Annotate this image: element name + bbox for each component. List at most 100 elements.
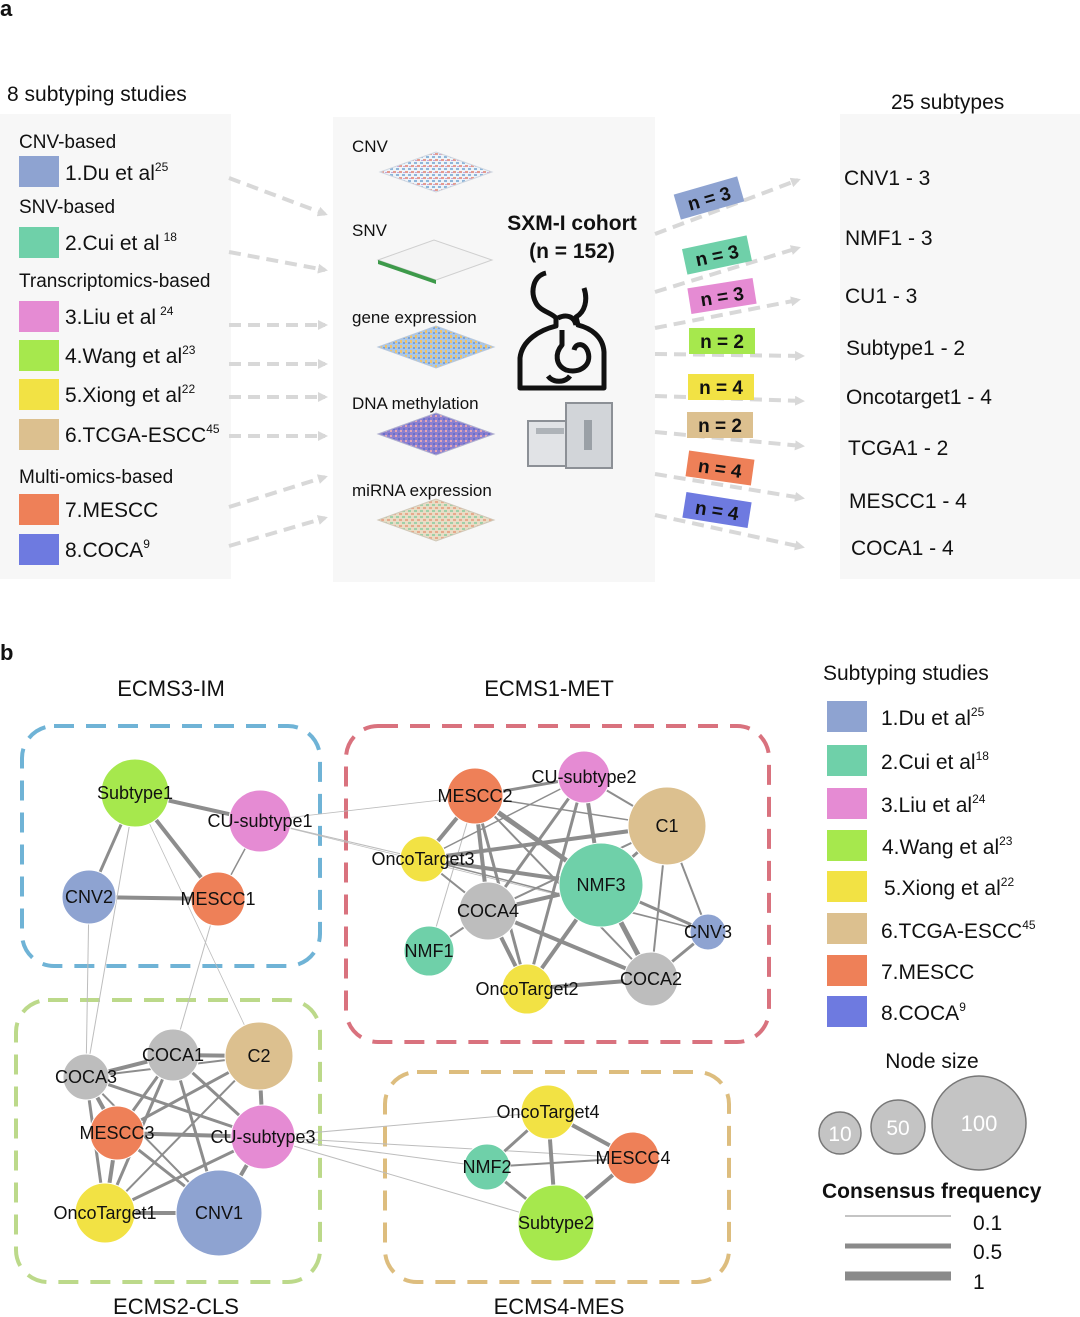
node-circle bbox=[520, 1084, 576, 1140]
freq-label: 0.5 bbox=[973, 1241, 1002, 1264]
node-label: OncoTarget2 bbox=[475, 979, 578, 999]
legend-swatch bbox=[827, 871, 867, 902]
legend-label: 6.TCGA-ESCC bbox=[881, 920, 1022, 943]
study-name: 7.MESCC bbox=[65, 499, 158, 522]
node-label: MESCC1 bbox=[180, 889, 255, 909]
legend-item: 1.Du et al25 bbox=[827, 701, 985, 732]
sequencer-icon bbox=[527, 402, 613, 469]
svg-text:4.Wang et al23: 4.Wang et al23 bbox=[882, 834, 1013, 859]
cohort-title: SXM-I cohort bbox=[507, 212, 637, 235]
network-edge bbox=[262, 1136, 557, 1224]
group-label-snv: SNV-based bbox=[19, 197, 115, 218]
subtype-label: NMF1 - 3 bbox=[845, 227, 933, 250]
count-badge: n = 2 bbox=[687, 412, 753, 438]
node-circle bbox=[458, 881, 518, 941]
legend-label: 4.Wang et al bbox=[882, 836, 999, 859]
legend-ref: 25 bbox=[971, 705, 985, 719]
subtype-label: COCA1 - 4 bbox=[851, 537, 954, 560]
study-swatch bbox=[19, 494, 59, 525]
body-icon bbox=[517, 270, 607, 391]
node-label: CNV3 bbox=[684, 922, 732, 942]
legend-ref: 22 bbox=[1001, 875, 1015, 889]
node-circle bbox=[517, 1184, 595, 1262]
svg-text:6.TCGA-ESCC45: 6.TCGA-ESCC45 bbox=[881, 918, 1036, 943]
network-node: CNV2 bbox=[61, 869, 117, 925]
legend-title: Subtyping studies bbox=[823, 662, 989, 685]
node-circle bbox=[228, 789, 292, 853]
cluster-title: ECMS1-MET bbox=[484, 676, 614, 701]
network-node: MESCC1 bbox=[180, 871, 256, 927]
mirna-heatmap-image bbox=[376, 498, 496, 542]
network-node: CU-subtype1 bbox=[207, 789, 313, 853]
svg-text:1.Du et al25: 1.Du et al25 bbox=[881, 705, 985, 730]
study-row: 8.COCA9 bbox=[19, 534, 150, 565]
network-node: COCA1 bbox=[142, 1028, 204, 1082]
gene-expression-heatmap-image bbox=[376, 325, 496, 369]
node-circle bbox=[557, 750, 611, 804]
input-arrows bbox=[228, 176, 328, 548]
legend-swatch bbox=[827, 830, 867, 861]
study-ref: 25 bbox=[155, 160, 169, 174]
node-circle bbox=[62, 1053, 110, 1101]
count-badge: n = 4 bbox=[688, 374, 754, 400]
node-circle bbox=[558, 842, 644, 928]
count-badge: n = 3 bbox=[682, 235, 752, 275]
methylation-heatmap-image bbox=[376, 412, 496, 456]
legend-swatch bbox=[827, 701, 867, 732]
subtype-label: Oncotarget1 - 4 bbox=[846, 386, 992, 409]
size-label: 100 bbox=[961, 1111, 998, 1136]
subtype-label: Subtype1 - 2 bbox=[846, 337, 965, 360]
node-label: COCA4 bbox=[457, 901, 519, 921]
node-circle bbox=[627, 786, 707, 866]
legend-ref: 45 bbox=[1022, 918, 1036, 932]
network-edge bbox=[262, 1111, 549, 1138]
node-label: OncoTarget3 bbox=[371, 849, 474, 869]
legend-ref: 24 bbox=[972, 792, 986, 806]
subtypes-box bbox=[840, 114, 1080, 579]
node-size-title: Node size bbox=[885, 1050, 978, 1073]
network-edge bbox=[85, 896, 90, 1078]
node-circle bbox=[74, 1182, 136, 1244]
node-circle bbox=[89, 1105, 145, 1161]
study-row: 4.Wang et al23 bbox=[19, 340, 196, 371]
group-label-cnv: CNV-based bbox=[19, 132, 116, 153]
svg-text:5.Xiong et al22: 5.Xiong et al22 bbox=[65, 382, 195, 407]
study-row: 6.TCGA-ESCC45 bbox=[19, 419, 220, 450]
node-circle bbox=[463, 1143, 511, 1191]
network-edge bbox=[134, 792, 260, 1057]
study-swatch bbox=[19, 156, 59, 187]
cluster-title: ECMS3-IM bbox=[117, 676, 225, 701]
size-circle-100 bbox=[931, 1075, 1027, 1171]
network-edge bbox=[422, 776, 585, 860]
size-label: 50 bbox=[886, 1117, 909, 1140]
cluster-box-ecms1 bbox=[344, 724, 771, 1044]
legend-label: 3.Liu et al bbox=[881, 794, 972, 817]
node-circle bbox=[100, 758, 170, 828]
subtype-label: CU1 - 3 bbox=[845, 285, 917, 308]
svg-text:2.Cui et al18: 2.Cui et al18 bbox=[881, 749, 989, 774]
node-label: CU-subtype1 bbox=[207, 811, 312, 831]
legend-swatch bbox=[827, 955, 867, 986]
node-circle bbox=[230, 1104, 296, 1170]
study-name: 4.Wang et al bbox=[65, 345, 182, 368]
network-node: NMF1 bbox=[403, 925, 455, 977]
study-name: 5.Xiong et al bbox=[65, 384, 182, 407]
legend-item: 5.Xiong et al22 bbox=[827, 871, 1014, 902]
legend-label: 1.Du et al bbox=[881, 707, 971, 730]
node-label: MESCC4 bbox=[595, 1148, 670, 1168]
svg-text:8.COCA9: 8.COCA9 bbox=[65, 537, 150, 562]
node-label: Subtype1 bbox=[97, 783, 173, 803]
network-edge bbox=[262, 1136, 488, 1168]
node-label: CNV2 bbox=[65, 887, 113, 907]
network-node: COCA4 bbox=[457, 881, 519, 941]
legend-label: 5.Xiong et al bbox=[884, 877, 1001, 900]
network-node: OncoTarget4 bbox=[496, 1084, 600, 1140]
legend-ref: 18 bbox=[976, 749, 990, 763]
svg-text:8.COCA9: 8.COCA9 bbox=[881, 1000, 966, 1025]
node-circle bbox=[61, 869, 117, 925]
svg-text:1.Du et al25: 1.Du et al25 bbox=[65, 160, 169, 185]
node-label: COCA2 bbox=[620, 969, 682, 989]
subtype-label: MESCC1 - 4 bbox=[849, 490, 967, 513]
size-label: 10 bbox=[828, 1123, 851, 1146]
